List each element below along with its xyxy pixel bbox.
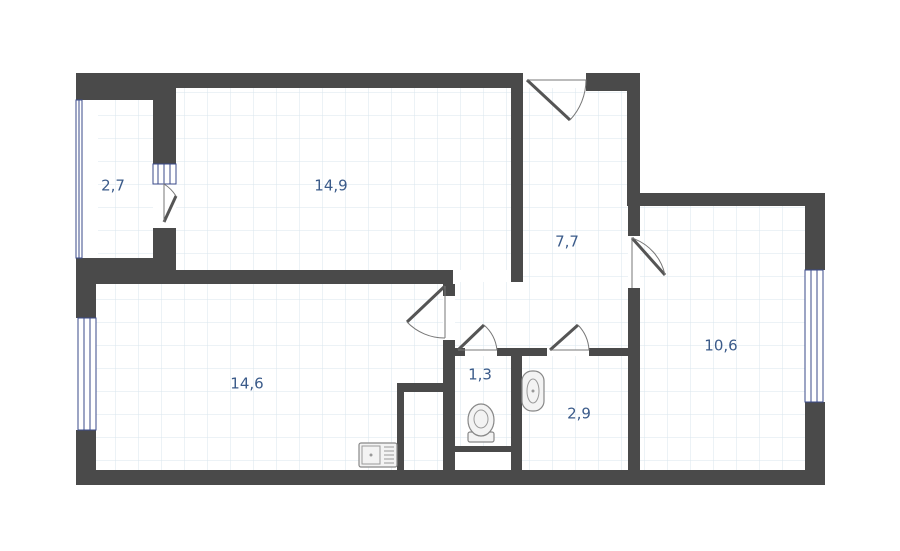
walls <box>76 73 825 485</box>
door-icon <box>405 284 447 339</box>
balcony-area-label: 2,7 <box>101 177 125 195</box>
toilet-icon <box>467 403 495 443</box>
kitchen-area-label: 14,6 <box>230 375 263 393</box>
door-icon <box>549 323 590 352</box>
bathroom-area-label: 2,9 <box>567 405 591 423</box>
bedroom-floor <box>640 206 805 470</box>
door-icon <box>525 78 587 122</box>
window-icon <box>77 317 97 431</box>
sink-icon <box>521 370 545 412</box>
hallway-area-label: 7,7 <box>555 233 579 251</box>
living-room-area-label: 14,9 <box>314 177 347 195</box>
toilet-area-label: 1,3 <box>468 366 492 384</box>
area-labels: 2,7 14,9 7,7 10,6 14,6 1,3 2,9 <box>101 177 738 423</box>
door-icon <box>456 323 498 352</box>
door-icon <box>630 237 667 288</box>
kitchen-floor <box>96 284 443 470</box>
kitchen-sink-icon <box>358 442 398 468</box>
door-icon <box>162 183 178 223</box>
hallway-lower-floor <box>455 282 630 350</box>
bedroom-area-label: 10,6 <box>704 337 737 355</box>
window-icon <box>75 99 83 259</box>
window-icon <box>804 269 824 403</box>
balcony-floor <box>98 100 153 258</box>
window-icon <box>152 163 177 185</box>
living-room-floor <box>176 88 511 270</box>
